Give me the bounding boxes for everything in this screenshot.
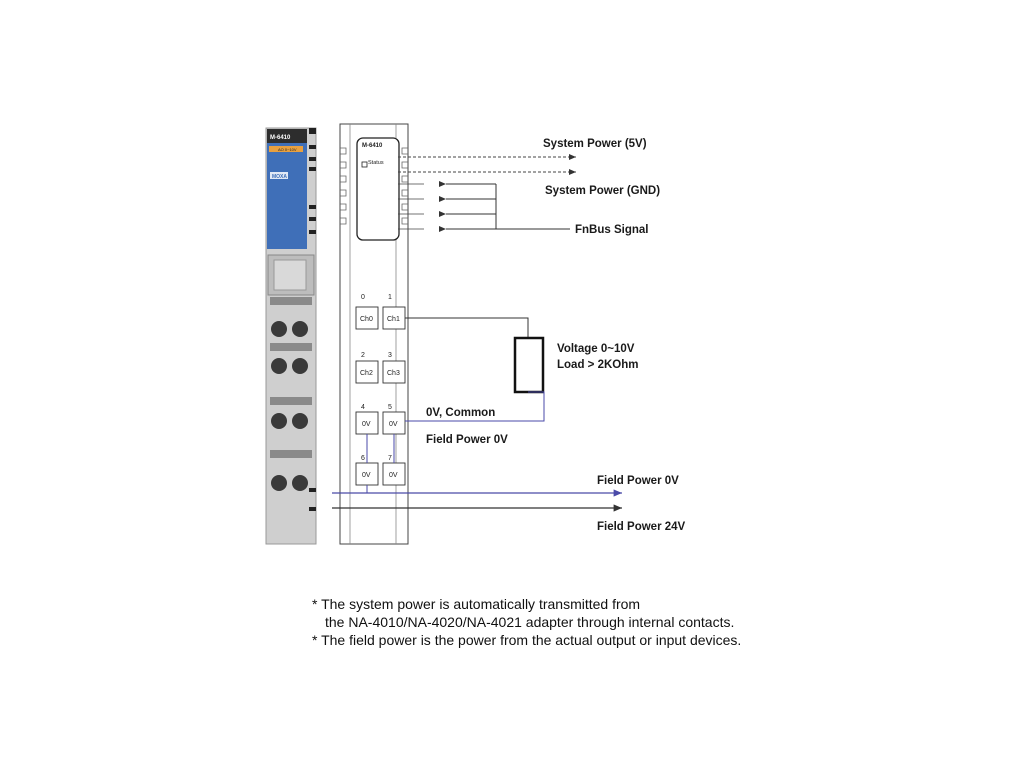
status-led (361, 161, 368, 168)
terminal-label-ch2: Ch2 (360, 370, 373, 377)
status-label: Status (368, 160, 384, 166)
module-brand-label: MOXA (272, 174, 287, 180)
module-photo: M-6410 AO 0~10V MOXA (265, 127, 317, 545)
label-system-power-gnd: System Power (GND) (545, 185, 660, 197)
field-power-rails (332, 489, 622, 512)
load-resistor (513, 336, 545, 394)
terminal-label-ch3: Ch3 (387, 370, 400, 377)
label-field-power-0v: Field Power 0V (597, 475, 679, 487)
load-wiring (366, 317, 545, 493)
terminal-number: 4 (361, 404, 365, 411)
terminal-number: 7 (388, 455, 392, 462)
note-line-1: * The system power is automatically tran… (312, 596, 641, 612)
terminal-label-ch0: Ch0 (360, 316, 373, 323)
terminal-number: 6 (361, 455, 365, 462)
module-card-model: M-6410 (362, 143, 383, 149)
terminal-label-ch1: Ch1 (387, 316, 400, 323)
label-system-power-5v: System Power (5V) (543, 138, 647, 150)
terminal-number: 0 (361, 294, 365, 301)
terminal-number: 1 (388, 294, 392, 301)
terminal-blocks: 0 1 2 3 4 5 6 7 Ch0 Ch1 Ch2 Ch3 0V 0V 0V… (355, 294, 406, 486)
module-range-label: AO 0~10V (278, 147, 297, 152)
terminal-number: 3 (388, 352, 392, 359)
note-line-2: the NA-4010/NA-4020/NA-4021 adapter thro… (325, 614, 735, 630)
label-field-power-0v-inner: Field Power 0V (426, 434, 508, 446)
module-card (356, 137, 400, 241)
module-model-label: M-6410 (270, 135, 291, 141)
terminal-label-0v-7: 0V (389, 472, 398, 479)
label-field-power-24v: Field Power 24V (597, 521, 686, 533)
label-load: Load > 2KOhm (557, 359, 638, 371)
terminal-label-0v-5: 0V (389, 421, 398, 428)
terminal-number: 5 (388, 404, 392, 411)
terminal-number: 2 (361, 352, 365, 359)
terminal-label-0v-6: 0V (362, 472, 371, 479)
terminal-label-0v-4: 0V (362, 421, 371, 428)
label-voltage: Voltage 0~10V (557, 343, 635, 355)
note-line-3: * The field power is the power from the … (312, 632, 742, 648)
footnotes: * The system power is automatically tran… (312, 595, 812, 649)
label-0v-common: 0V, Common (426, 407, 495, 419)
system-bus (398, 154, 576, 232)
label-fnbus-signal: FnBus Signal (575, 224, 648, 236)
